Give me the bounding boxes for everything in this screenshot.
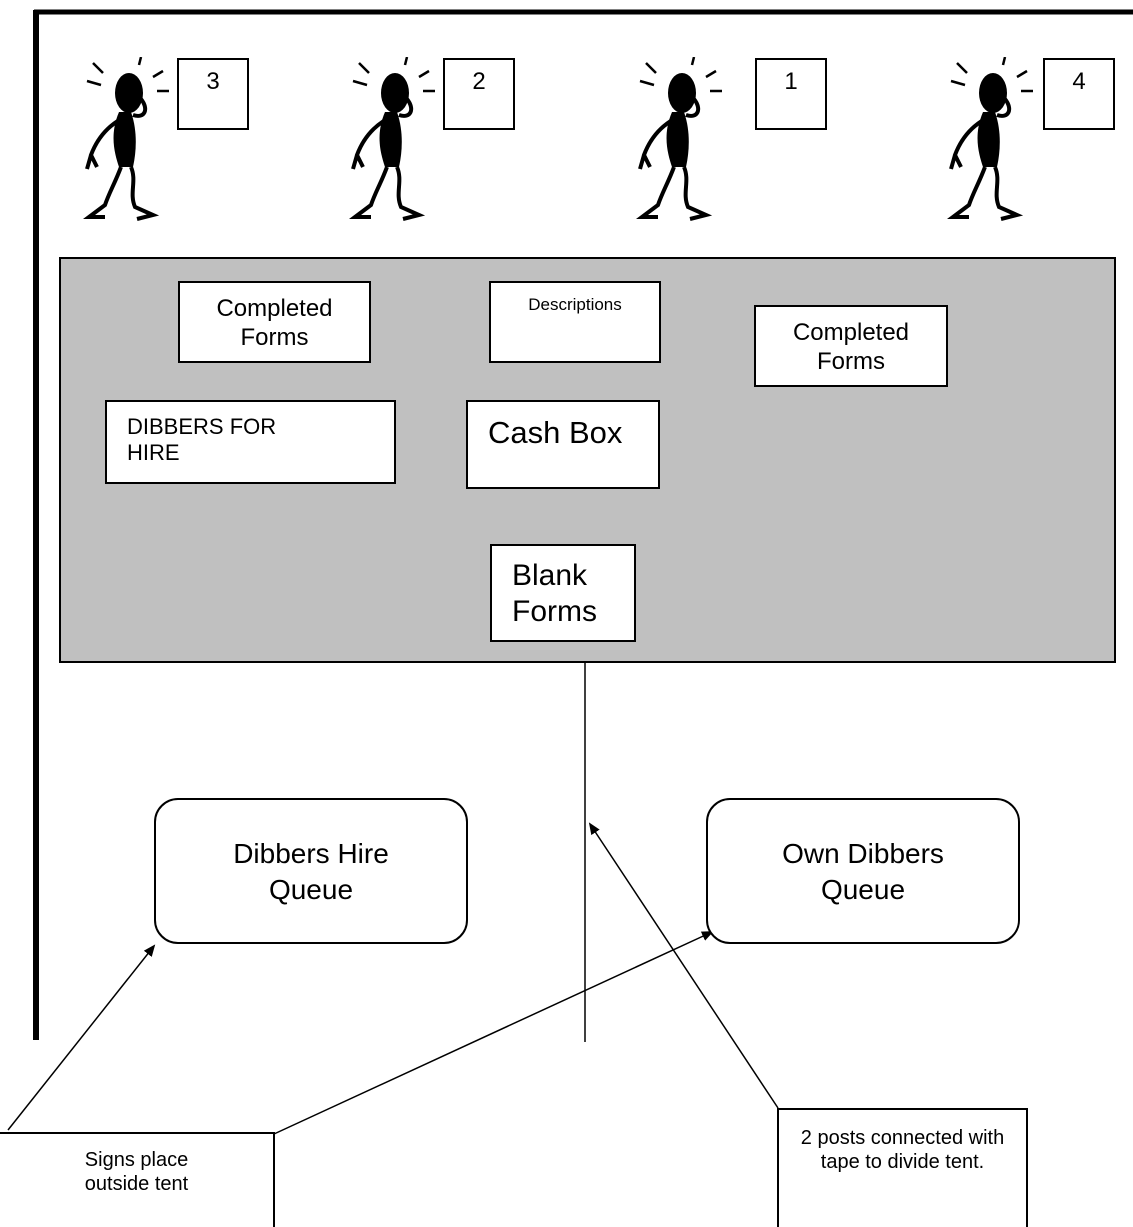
teller-number-box: 1 [755, 58, 827, 130]
blank-forms-box: Blank Forms [490, 544, 636, 642]
own-dibbers-queue-sign: Own Dibbers Queue [706, 798, 1020, 944]
completed-forms-left-box: Completed Forms [178, 281, 371, 363]
posts-note: 2 posts connected with tape to divide te… [777, 1108, 1028, 1227]
arrow-posts-to-divider [588, 822, 779, 1109]
teller-number-box: 4 [1043, 58, 1115, 130]
teller-number-box: 2 [443, 58, 515, 130]
staff-figure-icon [632, 56, 727, 227]
staff-figure-icon [345, 56, 440, 227]
arrow-signs-to-own-queue [273, 931, 714, 1135]
cash-box-box: Cash Box [466, 400, 660, 489]
teller-number-box: 3 [177, 58, 249, 130]
descriptions-box: Descriptions [489, 281, 661, 363]
completed-forms-right-box: Completed Forms [754, 305, 948, 387]
arrow-signs-to-hire-queue [7, 944, 156, 1131]
signs-note: Signs place outside tent [0, 1132, 275, 1227]
staff-figure-icon [943, 56, 1038, 227]
staff-figure-icon [79, 56, 174, 227]
dibbers-hire-queue-sign: Dibbers Hire Queue [154, 798, 468, 944]
dibbers-for-hire-box: DIBBERS FOR HIRE [105, 400, 396, 484]
